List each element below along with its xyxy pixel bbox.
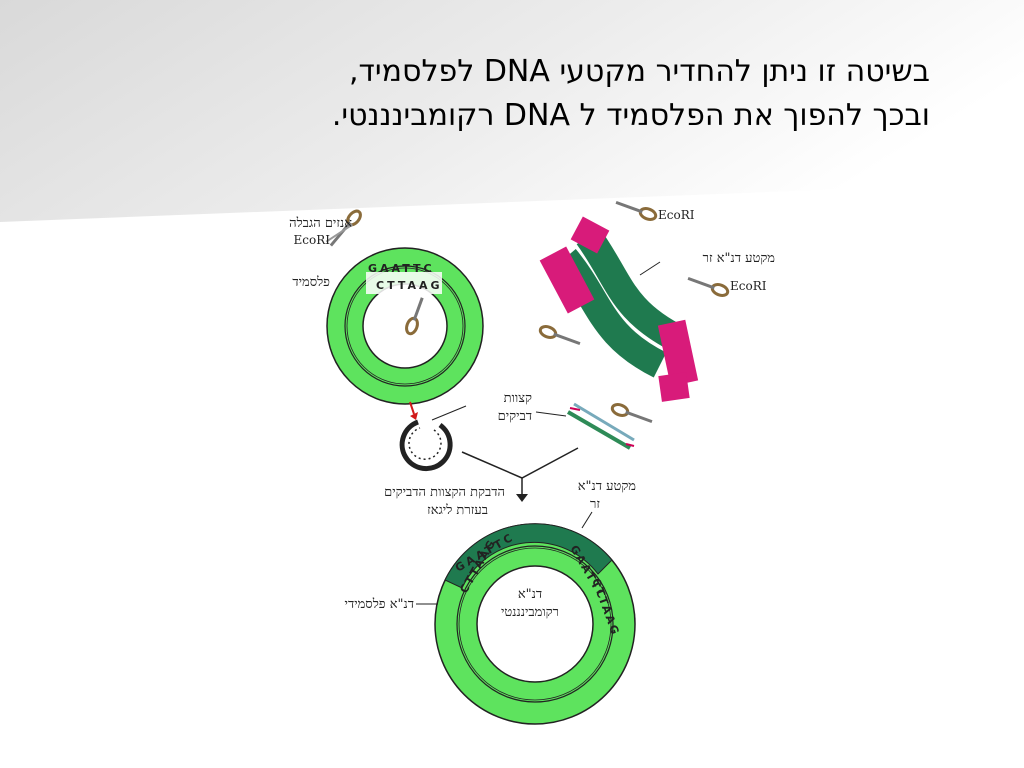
ecori-top-label: EcoRI	[658, 208, 695, 222]
plasmid-dna-label: דנ"א פלסמידי	[345, 597, 414, 612]
scissors-icon	[405, 297, 424, 336]
sticky-label-2: דביקים	[498, 409, 532, 424]
down-arrowhead	[516, 494, 528, 502]
title-line-2: ובכך להפוך את הפלסמיד ל DNA רקומבינננטי.	[331, 98, 930, 133]
foreign-label-2: זר	[590, 497, 600, 512]
foreign-label-1: מקטע דנ"א	[578, 479, 637, 494]
scissors-icon	[610, 403, 653, 424]
merge-lines	[461, 447, 579, 479]
scissors-icon	[687, 276, 730, 297]
enzyme-code-label: EcoRI	[294, 233, 331, 247]
site-inner-seq: CTTAAG	[376, 279, 443, 292]
foreign-dna-strand	[539, 216, 699, 402]
recombinant-plasmid-ring	[434, 523, 636, 725]
site-outer-seq: GAATTC	[368, 262, 435, 275]
title-line-1: בשיטה זו ניתן להחדיר מקטעי DNA לפלסמיד,	[348, 54, 930, 89]
enzyme-label: אנזים הגבלה	[289, 216, 352, 231]
scissors-icon	[538, 325, 581, 346]
slide-title: בשיטה זו ניתן להחדיר מקטעי DNA לפלסמיד, …	[60, 50, 930, 138]
leader-line	[581, 511, 593, 529]
plasmid-label: פלסמיד	[292, 275, 330, 290]
open-plasmid-icon	[399, 419, 453, 472]
foreign-segment-label: מקטע דנ"א זר	[703, 251, 776, 266]
leader-line	[639, 261, 661, 276]
red-arrow	[409, 401, 415, 415]
recombinant-label-2: רקומבינננטי	[501, 605, 559, 620]
ligation-label-2: בעזרת ליגאז	[427, 503, 488, 518]
recombinant-label-1: דנ"א	[518, 587, 542, 602]
foreign-fragment-icon	[566, 402, 635, 450]
ligation-label-1: הדבקת הקצוות הדביקים	[384, 485, 505, 500]
sticky-label-1: קצוות	[504, 391, 532, 406]
leader-line	[431, 405, 467, 421]
restriction-site: GAATTC CTTAAG	[366, 262, 443, 294]
red-arrowhead	[410, 412, 418, 420]
scissors-icon	[615, 200, 658, 221]
ecori-mid-label: EcoRI	[730, 279, 767, 293]
scissors-icon	[325, 209, 362, 247]
leader-line	[535, 411, 567, 417]
